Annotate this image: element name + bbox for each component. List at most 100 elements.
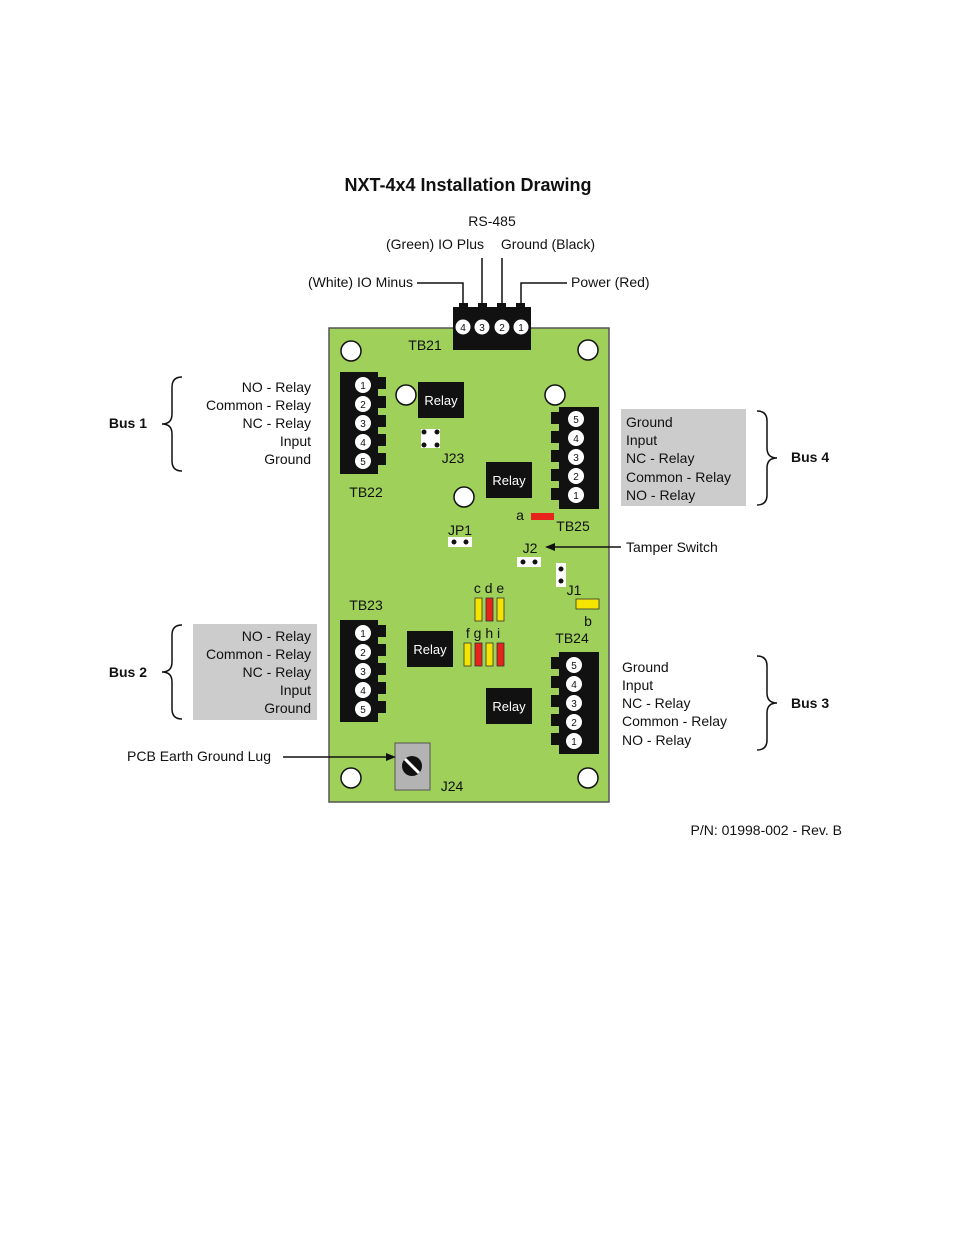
bus4-terminal: NC - Relay	[626, 450, 694, 466]
tb24-label: TB24	[555, 630, 589, 646]
j1-label: J1	[567, 582, 582, 598]
tb21-pin: 1	[518, 323, 524, 334]
bus1-terminal: Ground	[264, 451, 311, 467]
relay	[407, 631, 453, 667]
tb24-terminal-block: 5 4 3 2 1	[551, 652, 599, 754]
bus3-terminal: Input	[622, 677, 653, 693]
relay-label: Relay	[413, 642, 447, 657]
tb23-label: TB23	[349, 597, 383, 613]
bus2-terminal: Input	[280, 682, 311, 698]
tb21-pin: 3	[479, 323, 485, 334]
bus1-label: Bus 1	[109, 415, 147, 431]
bus4-terminal: NO - Relay	[626, 487, 695, 503]
bus3-terminal: Ground	[622, 659, 669, 675]
bus4-label: Bus 4	[791, 449, 829, 465]
bus2-terminal-labels: NO - Relay Common - Relay NC - Relay Inp…	[206, 628, 311, 716]
tb22-terminal-block: 1 2 3 4 5	[340, 372, 386, 474]
relay-label: Relay	[424, 393, 458, 408]
tb24-pin: 5	[571, 661, 577, 672]
bus4-terminal: Ground	[626, 414, 673, 430]
tb23-pin: 4	[360, 686, 366, 697]
tb23-pin: 2	[360, 648, 366, 659]
mounting-hole	[577, 339, 599, 361]
io-plus-label: (Green) IO Plus	[386, 236, 484, 252]
tb24-pin: 1	[571, 737, 577, 748]
bus2-terminal: NO - Relay	[242, 628, 311, 644]
bus3-terminal: NC - Relay	[622, 695, 690, 711]
led-i	[496, 642, 505, 667]
led-fghi-label: f g h i	[466, 625, 500, 641]
j1-jumper	[556, 563, 566, 587]
bus3-terminal: Common - Relay	[622, 713, 727, 729]
relay-label: Relay	[492, 473, 526, 488]
jp1-jumper	[448, 537, 472, 547]
bus2-terminal: Ground	[264, 700, 311, 716]
bus2-terminal: NC - Relay	[243, 664, 311, 680]
led-c	[474, 597, 483, 622]
part-number: P/N: 01998-002 - Rev. B	[691, 822, 842, 838]
tb24-pin: 2	[571, 718, 577, 729]
tb23-pin: 1	[360, 629, 366, 640]
j24-earth-lug	[394, 742, 431, 791]
mounting-hole	[453, 486, 475, 508]
j2-tamper-jumper	[517, 557, 541, 567]
bus1-terminal: Input	[280, 433, 311, 449]
mounting-hole	[340, 767, 362, 789]
led-cde-label: c d e	[474, 580, 505, 596]
tb25-label: TB25	[556, 518, 590, 534]
tb21-pin: 2	[499, 323, 505, 334]
tb22-pin: 5	[360, 457, 366, 468]
tamper-arrow	[545, 543, 621, 551]
led-e	[496, 597, 505, 622]
power-red-label: Power (Red)	[571, 274, 650, 290]
tb22-pin: 3	[360, 419, 366, 430]
led-a	[531, 513, 554, 520]
bus2-terminal: Common - Relay	[206, 646, 311, 662]
led-b-label: b	[584, 613, 592, 629]
mounting-holes	[340, 339, 599, 789]
tb23-terminal-block: 1 2 3 4 5	[340, 620, 386, 722]
bus3-terminal: NO - Relay	[622, 732, 691, 748]
led-b	[575, 598, 600, 610]
led-cde-group	[474, 597, 505, 622]
j23-label: J23	[442, 450, 465, 466]
mounting-hole	[340, 340, 362, 362]
led-f	[463, 642, 472, 667]
earth-lug-label: PCB Earth Ground Lug	[127, 748, 271, 764]
bus3-label: Bus 3	[791, 695, 829, 711]
bus3-terminal-labels: Ground Input NC - Relay Common - Relay N…	[622, 659, 727, 748]
bus1-terminal: Common - Relay	[206, 397, 311, 413]
tb22-label: TB22	[349, 484, 383, 500]
tb21-label: TB21	[408, 337, 442, 353]
tb21-wires	[417, 258, 567, 309]
relay	[486, 462, 532, 498]
relay-label: Relay	[492, 699, 526, 714]
j2-label: J2	[523, 540, 538, 556]
bus1-terminal-labels: NO - Relay Common - Relay NC - Relay Inp…	[206, 379, 311, 467]
relay	[486, 688, 532, 724]
led-g	[474, 642, 483, 667]
mounting-hole	[544, 384, 566, 406]
j24-label: J24	[441, 778, 464, 794]
relay	[418, 382, 464, 418]
tb25-pin: 2	[573, 472, 579, 483]
bus1-terminal: NO - Relay	[242, 379, 311, 395]
tb22-pin: 1	[360, 381, 366, 392]
bus4-brace	[756, 410, 778, 506]
tamper-switch-label: Tamper Switch	[626, 539, 718, 555]
tb25-terminal-block: 5 4 3 2 1	[551, 407, 599, 509]
tb25-pin: 4	[573, 434, 579, 445]
tb21-connector: 4 3 2 1	[453, 303, 531, 350]
tb21-pin: 4	[460, 323, 466, 334]
j23-jumper	[421, 429, 440, 448]
tb25-pin: 3	[573, 453, 579, 464]
bus3-brace	[756, 655, 778, 751]
drawing-title: NXT-4x4 Installation Drawing	[344, 175, 591, 195]
bus4-terminal: Common - Relay	[626, 469, 731, 485]
led-h	[485, 642, 494, 667]
jp1-label: JP1	[448, 522, 472, 538]
bus4-terminal: Input	[626, 432, 657, 448]
tb24-pin: 4	[571, 680, 577, 691]
mounting-hole	[395, 384, 417, 406]
tb24-pin: 3	[571, 699, 577, 710]
